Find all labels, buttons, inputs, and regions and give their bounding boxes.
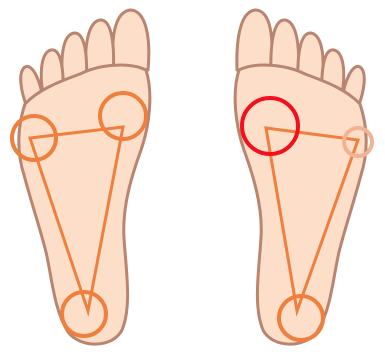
- right-foot: [235, 10, 372, 344]
- right-big-toe: [237, 10, 272, 70]
- left-big-toe: [112, 10, 148, 70]
- left-foot: [12, 10, 150, 344]
